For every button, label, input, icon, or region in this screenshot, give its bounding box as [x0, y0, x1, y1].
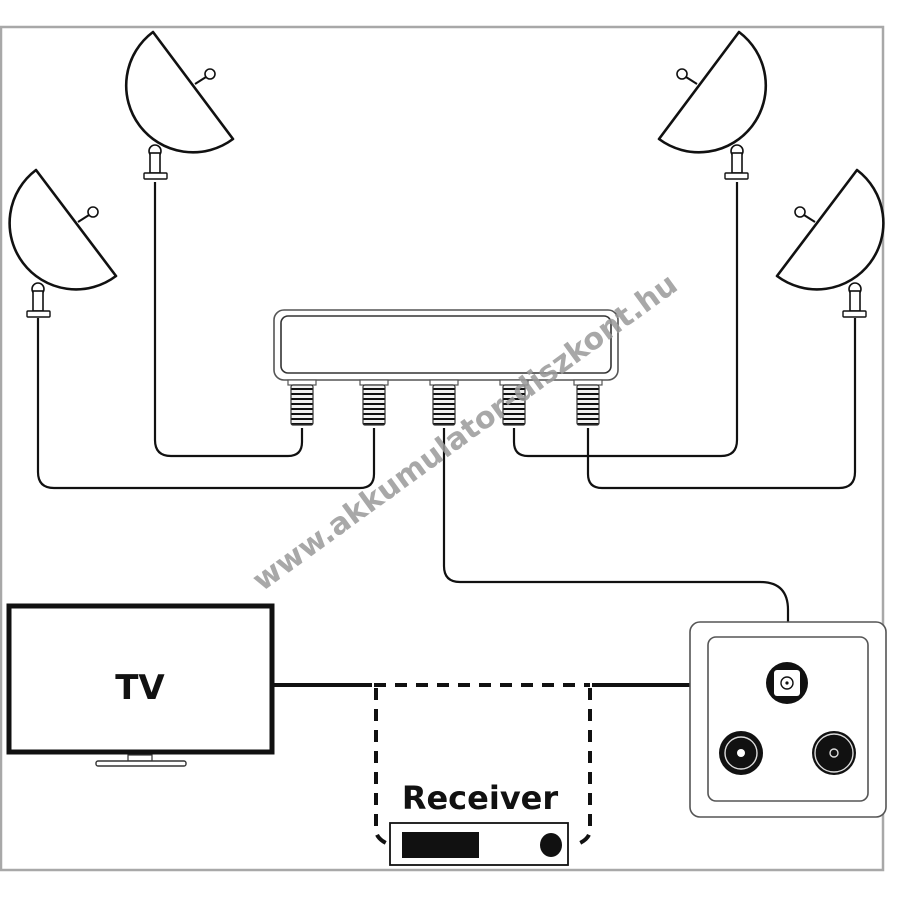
lnb-icon: [204, 68, 216, 80]
f-connector-port-2: [359, 379, 389, 426]
dish-reflector: [8, 168, 118, 291]
dish-mount: [724, 172, 749, 180]
satellite-dish-1: [8, 168, 118, 318]
tv-screen: [6, 603, 275, 755]
socket-plate-inner: [707, 636, 869, 802]
cable-switch-to-socket: [442, 428, 790, 622]
receiver-knob-icon: [540, 833, 562, 857]
f-connector-port-3: [429, 379, 459, 426]
wall-socket: [689, 621, 887, 818]
radio-outlet-icon: [812, 731, 856, 775]
satellite-dish-2: [124, 30, 235, 180]
receiver: Receiver: [389, 779, 569, 866]
cable-dish-1: [36, 318, 376, 490]
lnb-icon: [87, 206, 99, 218]
tv-label: TV: [115, 668, 165, 708]
tv-outlet-icon: [719, 731, 763, 775]
dish-mount: [26, 310, 51, 318]
f-connector-port-1: [287, 379, 317, 426]
cable-dish-2: [153, 182, 304, 458]
tv-stand-neck: [127, 754, 153, 762]
receiver-display: [402, 832, 479, 858]
sat-outlet-icon: [766, 662, 808, 704]
satellite-dish-4: [775, 168, 885, 318]
lnb-icon: [794, 206, 806, 218]
cable-dish-4: [586, 318, 857, 490]
satellite-dish-3: [657, 30, 768, 180]
f-connector-port-5: [573, 379, 603, 426]
receiver-label: Receiver: [402, 779, 559, 817]
dish-mount: [842, 310, 867, 318]
lnb-icon: [676, 68, 688, 80]
diseqc-switch: [273, 309, 619, 426]
optional-receiver-path: [374, 683, 592, 845]
tv-stand-base: [95, 760, 187, 767]
dish-reflector: [657, 30, 768, 154]
cable-dish-3: [512, 182, 739, 458]
dish-mount: [143, 172, 168, 180]
tv: TV: [6, 603, 275, 767]
dish-reflector: [124, 30, 235, 154]
f-connector-port-4: [499, 379, 529, 426]
switch-body-inner: [280, 315, 612, 374]
switch-ports: [287, 379, 603, 426]
dish-reflector: [775, 168, 885, 291]
cables: [36, 182, 857, 622]
